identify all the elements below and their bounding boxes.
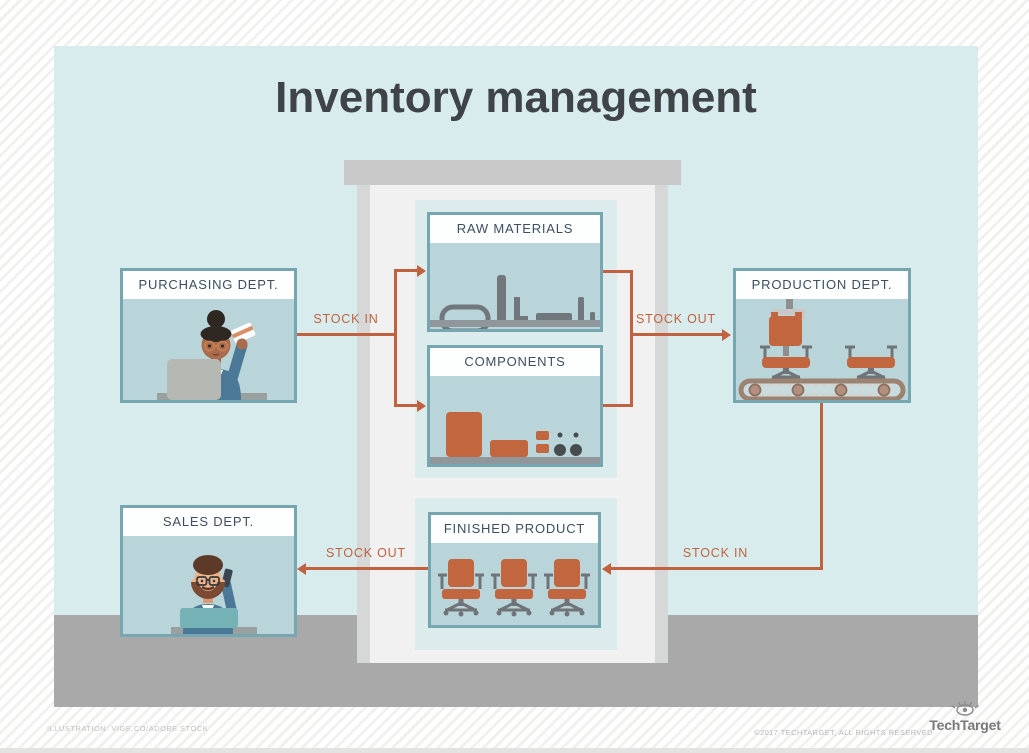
sales-agent-illustration: [123, 536, 294, 634]
assembly-line-illustration: [736, 299, 908, 400]
node-components: COMPONENTS: [427, 345, 603, 467]
stock-in-left-stub-bottom: [396, 404, 418, 407]
arrowhead-icon: [297, 563, 306, 575]
assembly-line-icon: [738, 299, 906, 400]
node-finished-product: FINISHED PRODUCT: [428, 512, 601, 628]
page-title: Inventory management: [275, 73, 757, 122]
techtarget-logo: TechTarget: [925, 701, 1005, 733]
finished-product-illustration: [431, 543, 598, 625]
warehouse-roof: [344, 160, 681, 185]
illustration-credit: ILLUSTRATION: VIGE.CO/ADOBE STOCK: [47, 724, 209, 733]
raw-materials-illustration: [430, 243, 600, 329]
stock-in-left-label: STOCK IN: [313, 312, 379, 326]
node-label: PURCHASING DEPT.: [123, 271, 294, 299]
node-label: RAW MATERIALS: [430, 215, 600, 243]
stock-out-right-line-v: [630, 270, 633, 407]
stock-out-right-line-h: [630, 333, 722, 336]
stock-out-right-stub-bottom: [601, 404, 633, 407]
arrowhead-icon: [722, 329, 731, 341]
node-label: FINISHED PRODUCT: [431, 515, 598, 543]
brand-name: TechTarget: [929, 717, 1001, 733]
stock-out-sales-label: STOCK OUT: [326, 546, 406, 560]
stock-in-return-line-v: [820, 403, 823, 569]
node-label: PRODUCTION DEPT.: [736, 271, 908, 299]
purchasing-agent-illustration: [123, 299, 294, 400]
stock-in-left-line-v: [394, 269, 397, 407]
node-sales-dept: SALES DEPT.: [120, 505, 297, 637]
arrowhead-icon: [417, 265, 426, 277]
arrowhead-icon: [417, 400, 426, 412]
office-chairs-icon: [438, 559, 590, 617]
stock-out-right-label: STOCK OUT: [636, 312, 716, 326]
stock-out-right-stub-top: [601, 270, 633, 273]
node-purchasing-dept: PURCHASING DEPT.: [120, 268, 297, 403]
components-icon: [430, 412, 600, 464]
stock-in-return-label: STOCK IN: [682, 546, 749, 560]
copyright-text: ©2017 TECHTARGET, ALL RIGHTS RESERVED: [754, 728, 933, 737]
raw-materials-icon: [430, 275, 600, 329]
stock-in-left-stub-top: [396, 269, 418, 272]
node-label: COMPONENTS: [430, 348, 600, 376]
page-bottom-edge: [0, 748, 1029, 753]
stock-in-left-line-h: [297, 333, 396, 336]
stock-out-sales-line-h: [306, 567, 428, 570]
sales-agent-icon: [171, 555, 257, 634]
arrowhead-icon: [602, 563, 611, 575]
stock-in-return-line-h: [611, 567, 823, 570]
node-raw-materials: RAW MATERIALS: [427, 212, 603, 332]
node-label: SALES DEPT.: [123, 508, 294, 536]
eye-icon: [951, 701, 979, 716]
purchasing-agent-icon: [157, 310, 267, 400]
node-production-dept: PRODUCTION DEPT.: [733, 268, 911, 403]
components-illustration: [430, 376, 600, 464]
